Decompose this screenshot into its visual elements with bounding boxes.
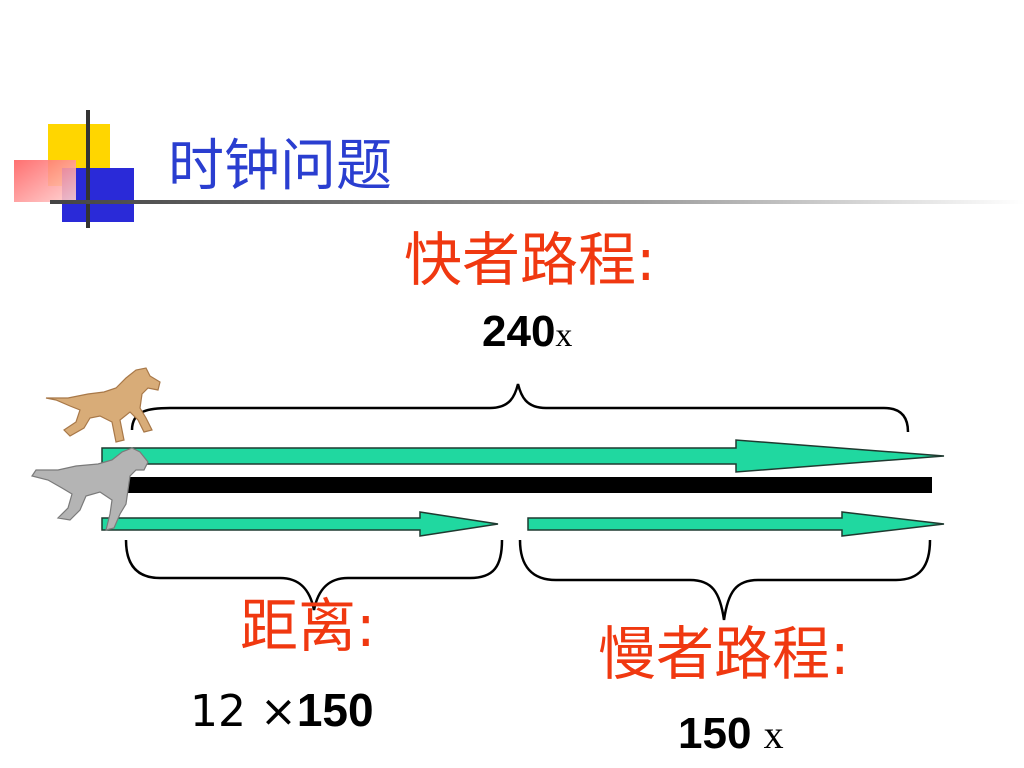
fast-value-variable: x (555, 317, 573, 354)
gap-distance-label: 距离: (240, 592, 376, 660)
slow-distance-value: 150 x (678, 706, 784, 763)
fast-brace (130, 383, 910, 433)
slow-arrow-main (527, 511, 945, 537)
pink-square (14, 160, 76, 202)
fast-arrow (101, 439, 945, 473)
slow-brace (518, 539, 932, 621)
fast-distance-label: 快者路程: (404, 226, 656, 294)
fast-value-number: 240 (482, 307, 556, 356)
fast-horse-icon (45, 367, 161, 443)
gap-brace (124, 539, 504, 611)
title-underline (50, 200, 1024, 204)
gap-value-prefix: 12 × (190, 686, 297, 737)
slide-title: 时钟问题 (168, 134, 392, 199)
slow-value-variable: x (763, 712, 784, 757)
track-line (124, 477, 932, 493)
gap-distance-value: 12 ×150 (190, 680, 374, 742)
slow-horse-icon (31, 447, 149, 531)
slow-value-number: 150 (678, 709, 764, 758)
slow-arrow-gap (101, 511, 499, 537)
slow-distance-label: 慢者路程: (598, 620, 850, 688)
ornament-vline (86, 110, 90, 228)
gap-value-number: 150 (296, 684, 374, 736)
fast-distance-value: 240x (482, 304, 572, 364)
